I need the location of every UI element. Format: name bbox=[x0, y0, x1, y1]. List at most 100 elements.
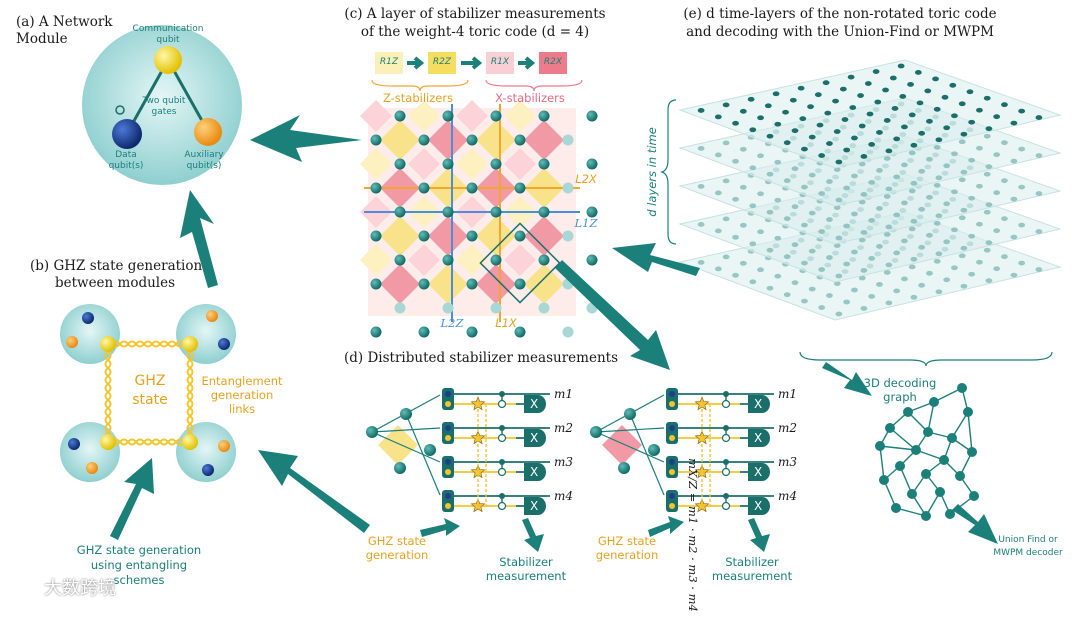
stab-meas-left-label: Stabilizer measurement bbox=[485, 555, 567, 583]
lattice-qubit bbox=[538, 158, 550, 170]
graph-node bbox=[947, 433, 957, 443]
arrow-b-to-a bbox=[180, 190, 218, 288]
lattice-qubit bbox=[394, 158, 406, 170]
lattice-qubit bbox=[562, 326, 574, 338]
module-register bbox=[666, 490, 678, 512]
graph-node bbox=[929, 397, 939, 407]
entangling-gate bbox=[470, 396, 486, 411]
syndrome-node bbox=[739, 108, 747, 114]
communication-qubit-label: Communication qubit bbox=[132, 24, 204, 45]
syndrome-node bbox=[876, 130, 883, 135]
stabilizer-plaquette bbox=[476, 216, 516, 256]
module-register bbox=[442, 456, 454, 478]
syndrome-node bbox=[918, 244, 926, 250]
graph-node bbox=[945, 509, 955, 519]
syndrome-node bbox=[885, 186, 893, 192]
syndrome-node bbox=[835, 311, 843, 317]
syndrome-node bbox=[732, 196, 739, 202]
lattice-qubit bbox=[538, 302, 550, 314]
measurement-x-label: X bbox=[530, 431, 538, 445]
syndrome-node bbox=[739, 184, 747, 190]
vertex-plaquette bbox=[456, 244, 488, 276]
ghz-modules bbox=[60, 304, 236, 482]
syndrome-node bbox=[749, 241, 757, 247]
panel-a-title: (a) A Network Module bbox=[16, 14, 113, 47]
graph-brace bbox=[799, 351, 1053, 367]
measurement-order bbox=[371, 52, 583, 92]
syndrome-node bbox=[976, 145, 983, 151]
l2x-label: L2X bbox=[575, 172, 597, 186]
syndrome-node bbox=[849, 105, 857, 110]
syndrome-node bbox=[910, 256, 918, 262]
syndrome-node bbox=[860, 192, 868, 197]
vertex-plaquette bbox=[504, 148, 536, 180]
lattice-qubit bbox=[394, 110, 406, 122]
vertex-plaquette bbox=[456, 100, 488, 132]
stabilizer-plaquette bbox=[380, 216, 420, 256]
syndrome-node bbox=[826, 255, 833, 260]
measurement-box bbox=[748, 395, 770, 413]
entanglement-links bbox=[104, 340, 194, 446]
syndrome-node bbox=[860, 306, 868, 311]
lattice-qubit bbox=[418, 134, 430, 146]
syndrome-node bbox=[958, 101, 966, 107]
graph-node bbox=[903, 407, 913, 417]
lattice-qubit bbox=[370, 326, 382, 338]
stabilizer-plaquette bbox=[428, 216, 468, 256]
graph-node bbox=[891, 503, 901, 513]
syndrome-node bbox=[1001, 254, 1008, 260]
arrow-graph-to-decoder bbox=[952, 504, 998, 544]
syndrome-node bbox=[858, 275, 866, 281]
syndrome-node bbox=[722, 254, 730, 260]
syndrome-node bbox=[926, 156, 933, 162]
arrow-e-to-c bbox=[612, 243, 700, 276]
syndrome-node bbox=[808, 210, 816, 216]
syndrome-node bbox=[933, 144, 941, 150]
syndrome-node bbox=[976, 107, 983, 113]
syndrome-node bbox=[766, 171, 774, 177]
panel-d-title: (d) Distributed stabilizer measurements bbox=[344, 350, 619, 366]
measurement-x-label: X bbox=[530, 397, 538, 411]
measurement-box bbox=[524, 497, 546, 515]
syndrome-node bbox=[783, 216, 791, 222]
auxiliary-qubit bbox=[194, 118, 222, 146]
graph-node bbox=[875, 441, 885, 451]
data-qubit bbox=[112, 119, 142, 149]
syndrome-node bbox=[774, 273, 782, 279]
syndrome-node bbox=[816, 122, 824, 128]
arrow-c-to-a bbox=[250, 115, 362, 162]
panel-c-title-1: (c) A layer of stabilizer measurements bbox=[344, 6, 606, 22]
arrow-caption-to-b bbox=[110, 458, 154, 540]
syndrome-node bbox=[822, 80, 830, 86]
measurement-outcome-label: m2 bbox=[778, 421, 797, 435]
syndrome-node bbox=[722, 140, 730, 146]
syndrome-node bbox=[908, 188, 916, 194]
lattice-qubit bbox=[466, 134, 478, 146]
module-register bbox=[666, 456, 678, 478]
syndrome-node bbox=[958, 215, 966, 221]
syndrome-node bbox=[749, 127, 757, 133]
syndrome-node bbox=[918, 282, 926, 288]
syndrome-node bbox=[933, 182, 941, 188]
lattice-qubit bbox=[586, 254, 598, 266]
syndrome-node bbox=[901, 276, 908, 282]
measurement-outcome-label: m1 bbox=[778, 387, 797, 401]
lattice-qubit bbox=[562, 182, 574, 194]
lattice-qubit bbox=[490, 110, 502, 122]
syndrome-node bbox=[958, 253, 966, 259]
r2x-label: R2X bbox=[543, 57, 563, 67]
decoding-graph-label: 3D decoding graph bbox=[863, 376, 937, 404]
vertex-plaquette bbox=[504, 100, 536, 132]
measurement-outcome-label: m3 bbox=[554, 455, 573, 469]
stabilizer-plaquette bbox=[524, 120, 564, 160]
syndrome-node bbox=[818, 191, 826, 196]
panel-e-title-1: (e) d time-layers of the non-rotated tor… bbox=[683, 6, 997, 22]
z-stabilizers-label: Z-stabilizers bbox=[382, 91, 454, 105]
syndrome-node bbox=[976, 183, 983, 189]
syndrome-node bbox=[943, 125, 951, 131]
syndrome-node bbox=[935, 175, 943, 181]
syndrome-node bbox=[766, 285, 774, 291]
stabilizer-plaquette bbox=[524, 264, 564, 304]
measurement-x-label: X bbox=[530, 499, 538, 513]
graph-node bbox=[969, 491, 979, 501]
